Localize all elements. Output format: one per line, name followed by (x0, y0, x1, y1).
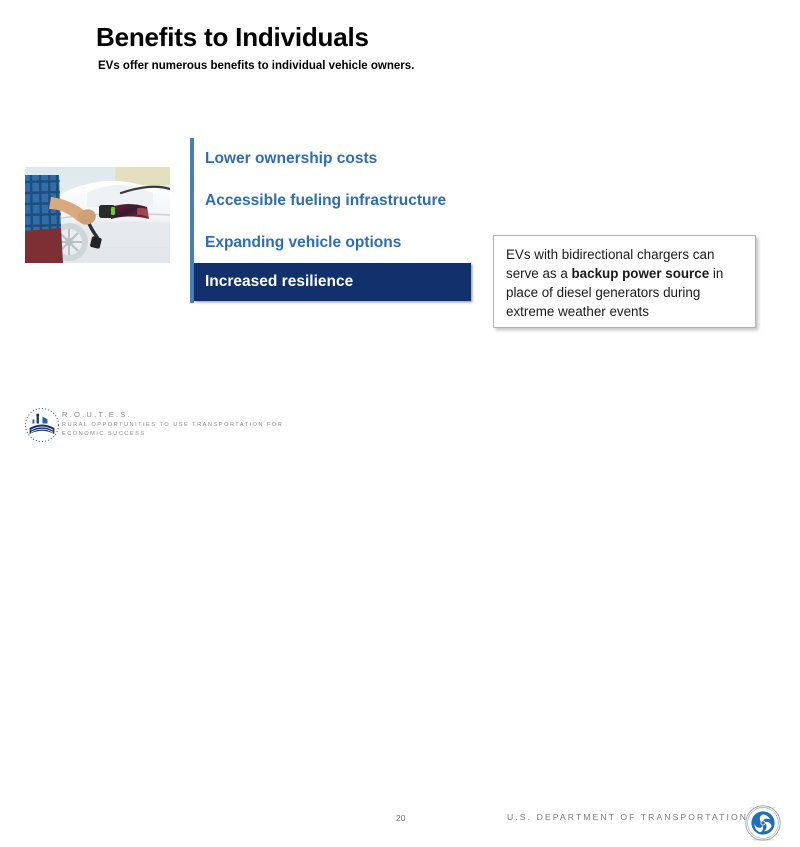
benefit-item-label: Accessible fueling infrastructure (205, 192, 447, 209)
callout-text: EVs with bidirectional chargers can serv… (506, 245, 744, 322)
routes-expansion: RURAL OPPORTUNITIES TO USE TRANSPORTATIO… (62, 422, 284, 437)
callout-text-after: in place of diesel generators during ext… (506, 266, 724, 320)
callout-text-before: EVs with bidirectional chargers can serv… (506, 247, 715, 282)
benefit-item-label: Lower ownership costs (205, 150, 378, 167)
page-number: 20 (396, 813, 406, 823)
benefit-item-expanding-vehicle-options[interactable]: Expanding vehicle options (194, 224, 471, 262)
routes-seal-icon (22, 406, 62, 444)
svg-text:U.S. DEPARTMENT OF: U.S. DEPARTMENT OF (750, 807, 776, 810)
benefit-item-accessible-fueling-infrastructure[interactable]: Accessible fueling infrastructure (194, 182, 471, 220)
benefit-item-label: Expanding vehicle options (205, 234, 402, 251)
page-subtitle: EVs offer numerous benefits to individua… (98, 60, 415, 72)
footer: R.O.U.T.E.S. RURAL OPPORTUNITIES TO USE … (0, 398, 800, 841)
accent-bar (190, 138, 194, 303)
callout-text-emphasis: backup power source (571, 266, 710, 282)
benefit-item-increased-resilience[interactable]: Increased resilience (194, 263, 471, 301)
routes-branding: R.O.U.T.E.S. RURAL OPPORTUNITIES TO USE … (62, 410, 324, 438)
routes-acronym: R.O.U.T.E.S. (62, 410, 132, 419)
benefit-item-lower-ownership-costs[interactable]: Lower ownership costs (194, 140, 471, 178)
ev-charging-photo (25, 167, 170, 263)
svg-text:TRANSPORTATION: TRANSPORTATION (752, 838, 774, 841)
page-title: Benefits to Individuals (96, 22, 369, 52)
callout-box: EVs with bidirectional chargers can serv… (493, 235, 756, 328)
dot-triskelion-seal-icon: U.S. DEPARTMENT OF TRANSPORTATION (744, 804, 782, 842)
benefits-list: Lower ownership costs Accessible fueling… (190, 138, 480, 303)
department-label: U.S. DEPARTMENT OF TRANSPORTATION (507, 812, 749, 822)
benefit-item-label: Increased resilience (205, 273, 354, 290)
ev-charging-illustration (25, 167, 170, 263)
